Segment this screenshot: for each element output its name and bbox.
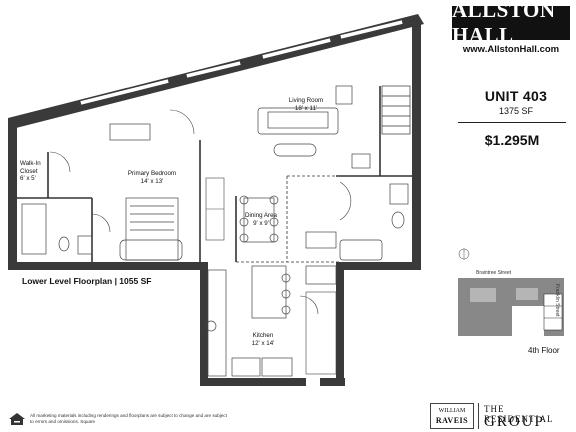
group-name-line1: THE RESIDENTIAL (484, 404, 554, 424)
street-label-franklin: Franklin Street (554, 284, 560, 317)
interior-walls (17, 86, 412, 262)
dining-area-name: Dining Area (245, 212, 277, 219)
dining-area-label: Dining Area 9' x 9' (236, 212, 286, 227)
key-plan (458, 248, 564, 336)
primary-bedroom-name: Primary Bedroom (127, 170, 177, 177)
lower-level-label: Lower Level Floorplan | 1055 SF (22, 276, 152, 286)
dashed-lines (236, 175, 340, 263)
disclaimer-text: All marketing materials including render… (30, 413, 227, 424)
closet-label: Walk-In Closet 6' x 5' (20, 160, 56, 183)
closet-dims: 6' x 5' (20, 175, 36, 182)
equal-housing-icon (9, 413, 25, 425)
closet (205, 177, 225, 241)
kitchen-fixtures (205, 265, 293, 377)
lower-stair (305, 291, 337, 375)
bath-fixtures (21, 183, 409, 285)
living-room-label: Living Room 18' x 11' (276, 97, 336, 112)
floorplan-drawing (8, 14, 424, 386)
bedroom-furniture (109, 123, 183, 261)
broker-logo-line1: WILLIAM (438, 408, 466, 414)
footer-divider (478, 403, 479, 429)
stair (381, 85, 411, 135)
closet-name: Walk-In Closet (20, 160, 41, 175)
dining-area-dims: 9' x 9' (253, 219, 269, 227)
group-name-line2: GROUP (484, 414, 545, 430)
doors (49, 109, 352, 315)
living-room-name: Living Room (288, 97, 324, 104)
unit-size: 1375 SF (498, 106, 534, 116)
unit-title: UNIT 403 (484, 88, 548, 104)
primary-bedroom-dims: 14' x 13' (140, 177, 164, 185)
divider-line (458, 122, 566, 123)
primary-bedroom-label: Primary Bedroom 14' x 13' (118, 170, 186, 185)
floor-label: 4th Floor (528, 346, 560, 355)
william-raveis-logo: WILLIAM RAVEIS (430, 403, 474, 429)
kitchen-name: Kitchen (252, 332, 274, 339)
living-furniture (257, 85, 371, 169)
dining-table (239, 195, 279, 243)
kitchen-dims: 12' x 14' (251, 339, 275, 347)
brand-logo: ALLSTON HALL (452, 0, 570, 47)
broker-logo-line2: RAVEIS (435, 416, 469, 425)
living-room-dims: 18' x 11' (294, 104, 318, 112)
street-label-braintree: Braintree Street (476, 270, 512, 276)
windows (79, 19, 404, 106)
website-url[interactable]: www.AllstonHall.com (462, 44, 560, 55)
kitchen-label: Kitchen 12' x 14' (238, 332, 288, 347)
unit-price: $1.295M (484, 132, 540, 148)
